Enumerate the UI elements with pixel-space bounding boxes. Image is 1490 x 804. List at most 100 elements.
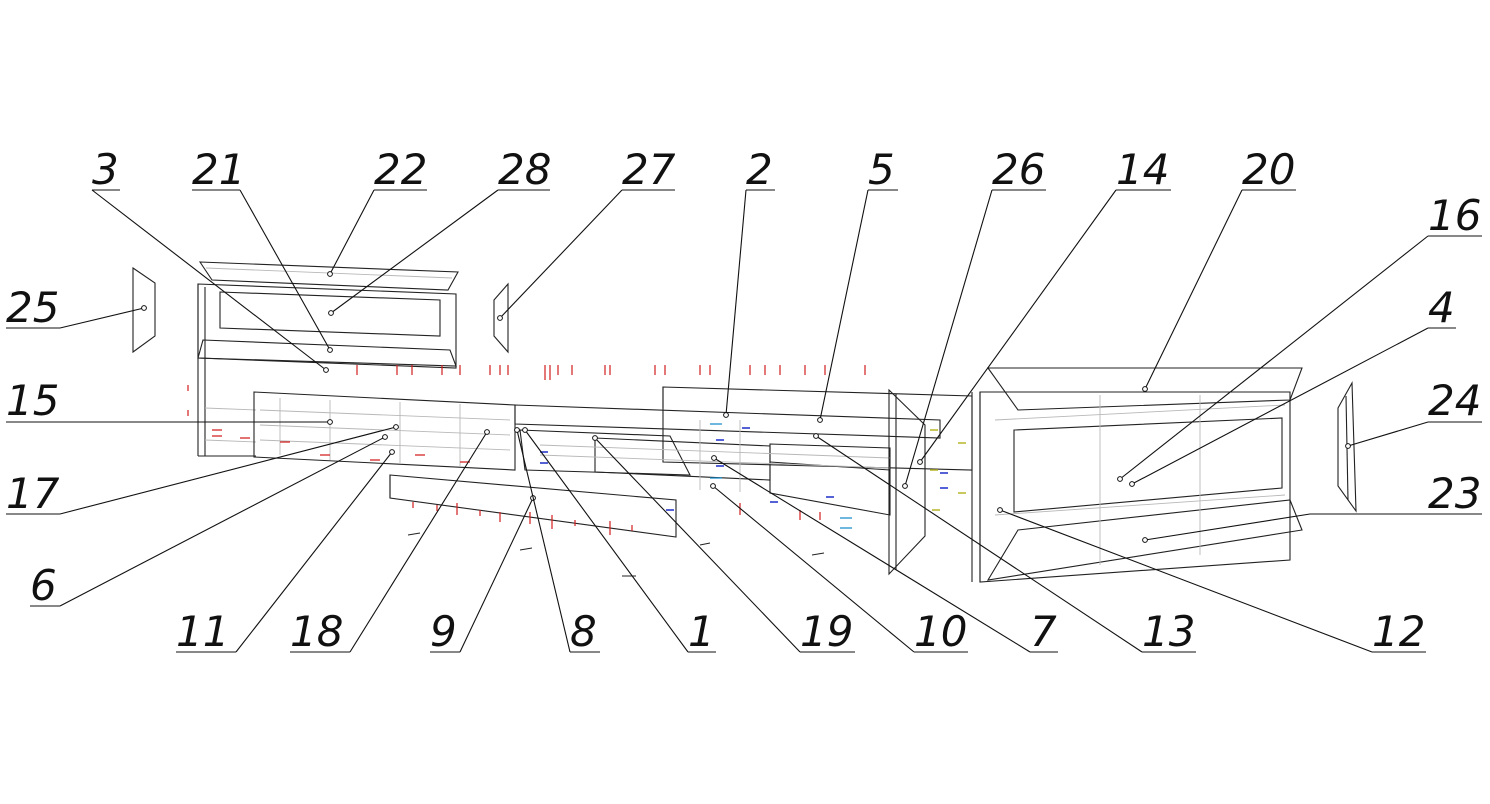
callout-21: 21 bbox=[192, 145, 333, 353]
target-dot-11 bbox=[389, 449, 395, 455]
callout-label-18: 18 bbox=[290, 607, 343, 656]
part-right-cabinet bbox=[971, 367, 1303, 583]
part-26-divider bbox=[888, 388, 926, 576]
leader-line-19 bbox=[594, 437, 801, 653]
target-dot-20 bbox=[1142, 386, 1148, 392]
callout-16: 16 bbox=[1117, 191, 1482, 482]
callout-label-23: 23 bbox=[1428, 469, 1481, 518]
callout-23: 23 bbox=[1142, 469, 1482, 543]
target-dot-28 bbox=[328, 310, 334, 316]
fasteners-cyan bbox=[710, 423, 852, 529]
callout-label-6: 6 bbox=[30, 561, 57, 610]
leader-line-10 bbox=[712, 485, 915, 653]
callout-label-13: 13 bbox=[1142, 607, 1195, 656]
leader-line-27 bbox=[499, 189, 623, 319]
callout-label-16: 16 bbox=[1428, 191, 1481, 240]
callout-label-26: 26 bbox=[992, 145, 1045, 194]
leader-line-22 bbox=[329, 189, 375, 275]
callout-27: 27 bbox=[497, 145, 676, 321]
callout-5: 5 bbox=[817, 145, 898, 423]
target-dot-15 bbox=[327, 419, 333, 425]
leader-line-7 bbox=[713, 457, 1031, 653]
callout-label-21: 21 bbox=[192, 145, 245, 194]
leader-line-14 bbox=[919, 189, 1117, 463]
leader-line-28 bbox=[330, 189, 499, 314]
callout-label-14: 14 bbox=[1116, 145, 1169, 194]
leader-line-3 bbox=[91, 189, 327, 371]
callout-18: 18 bbox=[290, 429, 490, 656]
callout-11: 11 bbox=[176, 449, 395, 656]
leader-line-9 bbox=[459, 497, 534, 653]
callout-24: 24 bbox=[1345, 376, 1482, 449]
leader-line-5 bbox=[819, 189, 869, 421]
leader-line-13 bbox=[815, 435, 1143, 653]
callout-26: 26 bbox=[902, 145, 1046, 489]
target-dot-1 bbox=[522, 427, 528, 433]
callout-label-9: 9 bbox=[430, 607, 457, 656]
callout-12: 12 bbox=[997, 507, 1426, 656]
leader-line-16 bbox=[1119, 235, 1429, 480]
target-dot-21 bbox=[327, 347, 333, 353]
part-9-bottom-plank bbox=[389, 474, 677, 538]
leader-line-26 bbox=[904, 189, 993, 487]
target-dot-7 bbox=[711, 455, 717, 461]
fasteners-olive bbox=[930, 429, 966, 511]
callout-label-15: 15 bbox=[6, 376, 59, 425]
leader-line-1 bbox=[524, 429, 689, 653]
leader-line-6 bbox=[59, 436, 386, 607]
target-dot-3 bbox=[323, 367, 329, 373]
leader-line-25 bbox=[59, 307, 145, 329]
parts-layer bbox=[132, 261, 1357, 583]
fasteners-blue bbox=[540, 427, 948, 511]
callout-label-2: 2 bbox=[746, 145, 773, 194]
callout-14: 14 bbox=[917, 145, 1171, 465]
callout-label-19: 19 bbox=[800, 607, 853, 656]
target-dot-16 bbox=[1117, 476, 1123, 482]
target-dot-18 bbox=[484, 429, 490, 435]
callout-label-22: 22 bbox=[374, 145, 427, 194]
leader-line-12 bbox=[999, 509, 1373, 653]
callout-13: 13 bbox=[813, 433, 1196, 656]
callout-9: 9 bbox=[430, 495, 536, 656]
callout-1: 1 bbox=[522, 427, 716, 656]
callout-7: 7 bbox=[711, 455, 1058, 656]
leader-line-2 bbox=[725, 189, 747, 416]
target-dot-22 bbox=[327, 271, 333, 277]
callout-label-7: 7 bbox=[1030, 607, 1057, 656]
target-dot-26 bbox=[902, 483, 908, 489]
callout-8: 8 bbox=[514, 427, 600, 656]
callout-label-20: 20 bbox=[1242, 145, 1295, 194]
callout-15: 15 bbox=[6, 376, 333, 425]
target-dot-17 bbox=[393, 424, 399, 430]
callout-6: 6 bbox=[30, 434, 388, 610]
target-dot-19 bbox=[592, 435, 598, 441]
part-central-drawers bbox=[514, 386, 973, 516]
callout-label-3: 3 bbox=[92, 145, 119, 194]
callout-label-5: 5 bbox=[868, 145, 895, 194]
leader-line-8 bbox=[516, 429, 571, 653]
leader-line-11 bbox=[235, 451, 393, 653]
target-dot-5 bbox=[817, 417, 823, 423]
callout-label-1: 1 bbox=[688, 607, 715, 656]
callout-28: 28 bbox=[328, 145, 551, 316]
callout-2: 2 bbox=[723, 145, 775, 418]
target-dot-6 bbox=[382, 434, 388, 440]
callout-10: 10 bbox=[710, 483, 968, 656]
target-dot-14 bbox=[917, 459, 923, 465]
loose-hardware bbox=[407, 532, 825, 577]
target-dot-2 bbox=[723, 412, 729, 418]
callout-3: 3 bbox=[91, 145, 329, 373]
callout-19: 19 bbox=[592, 435, 855, 656]
target-dot-12 bbox=[997, 507, 1003, 513]
part-25-end-panel bbox=[132, 266, 156, 354]
target-dot-4 bbox=[1129, 481, 1135, 487]
callout-label-10: 10 bbox=[914, 607, 967, 656]
leader-line-18 bbox=[349, 431, 488, 653]
callout-label-12: 12 bbox=[1372, 607, 1425, 656]
fasteners-red bbox=[187, 365, 866, 535]
leader-line-23 bbox=[1144, 513, 1311, 541]
leader-line-17 bbox=[59, 426, 397, 515]
callout-20: 20 bbox=[1142, 145, 1296, 392]
